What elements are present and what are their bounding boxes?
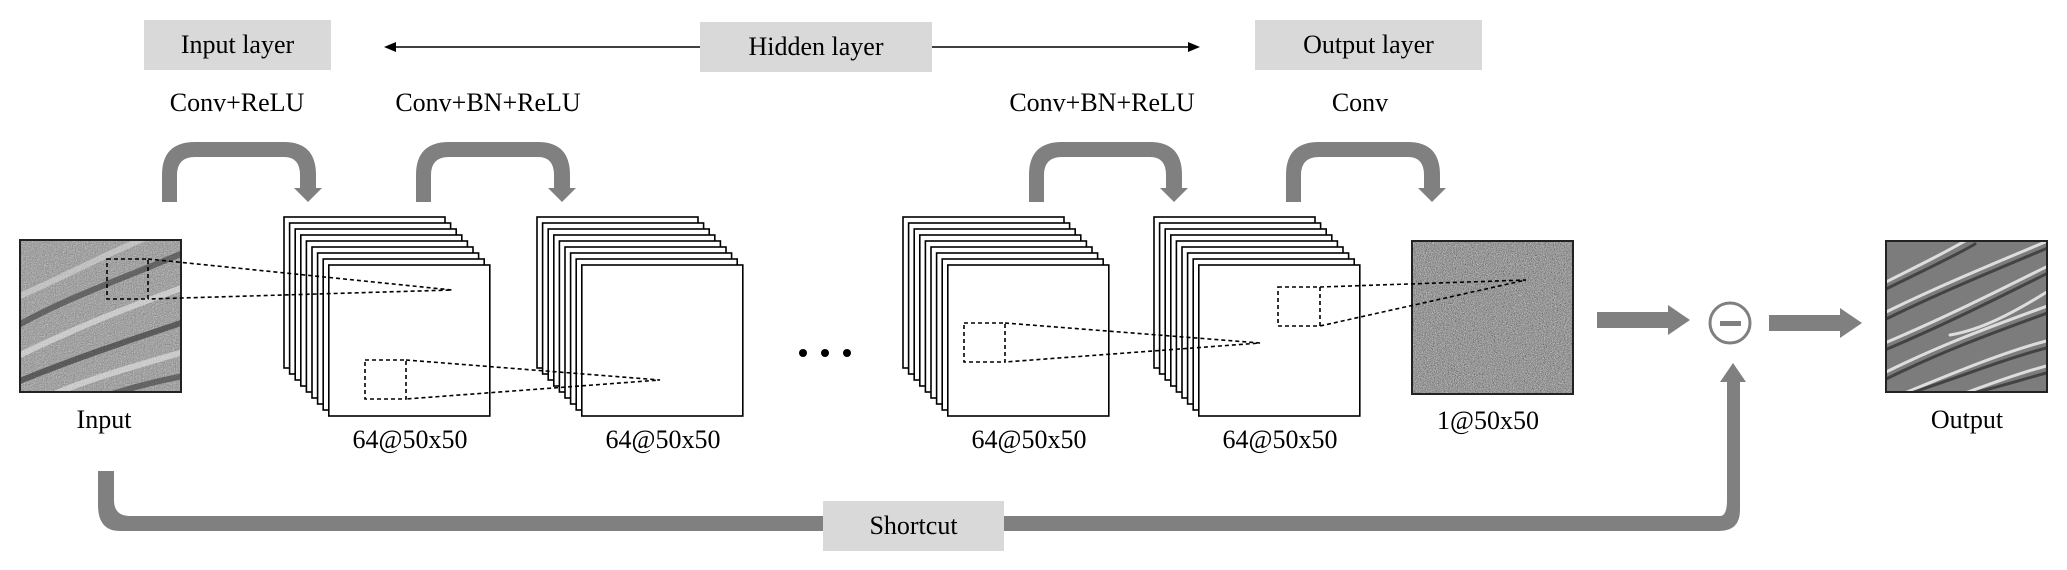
- input-image: [19, 239, 182, 393]
- projection-lines: [405, 359, 661, 400]
- hidden-layer-label: Hidden layer: [700, 22, 932, 72]
- hidden-layer-span-arrow: [384, 42, 1200, 52]
- feature-map-label: 64@50x50: [605, 425, 721, 454]
- projection-lines: [1319, 279, 1527, 327]
- receptive-field-box: [1277, 286, 1321, 327]
- receptive-field-projections: [106, 258, 1527, 400]
- curved-arrow-icon: [162, 142, 322, 202]
- output-image: [1885, 240, 2048, 393]
- ellipsis-icon: [799, 349, 851, 357]
- feature-map-sheet: [580, 264, 744, 417]
- arrowhead-right-icon: [1188, 42, 1200, 52]
- flow-arrows: [1597, 305, 1862, 338]
- curved-arrow-icon: [1029, 142, 1188, 202]
- output-layer-label: Output layer: [1255, 20, 1482, 70]
- receptive-field-box: [963, 322, 1006, 363]
- feature-map-stacks: [283, 216, 1361, 417]
- feature-map-sheet: [327, 264, 491, 417]
- residual-image: [1411, 240, 1574, 395]
- feature-map-stack: [902, 216, 1110, 417]
- feature-map-stack: [536, 216, 744, 417]
- arrowhead-left-icon: [384, 42, 396, 52]
- shortcut-label: Shortcut: [823, 501, 1004, 551]
- curved-arrow-icon: [416, 142, 576, 202]
- feature-map-sheet: [946, 264, 1110, 417]
- operation-label: Conv: [1331, 88, 1389, 117]
- arrow-right-icon: [1769, 308, 1862, 338]
- feature-map-label: 64@50x50: [352, 425, 468, 454]
- subtract-node-icon: [1708, 301, 1752, 345]
- feature-map-stack: [283, 216, 491, 417]
- input-image-label: Input: [76, 405, 132, 434]
- output-image-label: Output: [1930, 405, 2004, 434]
- operation-arrows: [162, 142, 1446, 202]
- operation-label: Conv+BN+ReLU: [395, 88, 581, 117]
- curved-arrow-icon: [1286, 142, 1446, 202]
- feature-map-label: 64@50x50: [971, 425, 1087, 454]
- operation-label: Conv+BN+ReLU: [1009, 88, 1195, 117]
- feature-map-stack: [1153, 216, 1361, 417]
- feature-map-label: 64@50x50: [1222, 425, 1338, 454]
- projection-lines: [147, 258, 453, 300]
- residual-image-label: 1@50x50: [1437, 406, 1539, 435]
- operation-label: Conv+ReLU: [169, 88, 305, 117]
- input-layer-label: Input layer: [144, 20, 331, 70]
- feature-map-sheet: [1198, 264, 1361, 417]
- arrow-right-icon: [1597, 305, 1690, 335]
- projection-lines: [1004, 322, 1261, 363]
- receptive-field-box: [364, 359, 407, 400]
- receptive-field-box: [106, 258, 149, 300]
